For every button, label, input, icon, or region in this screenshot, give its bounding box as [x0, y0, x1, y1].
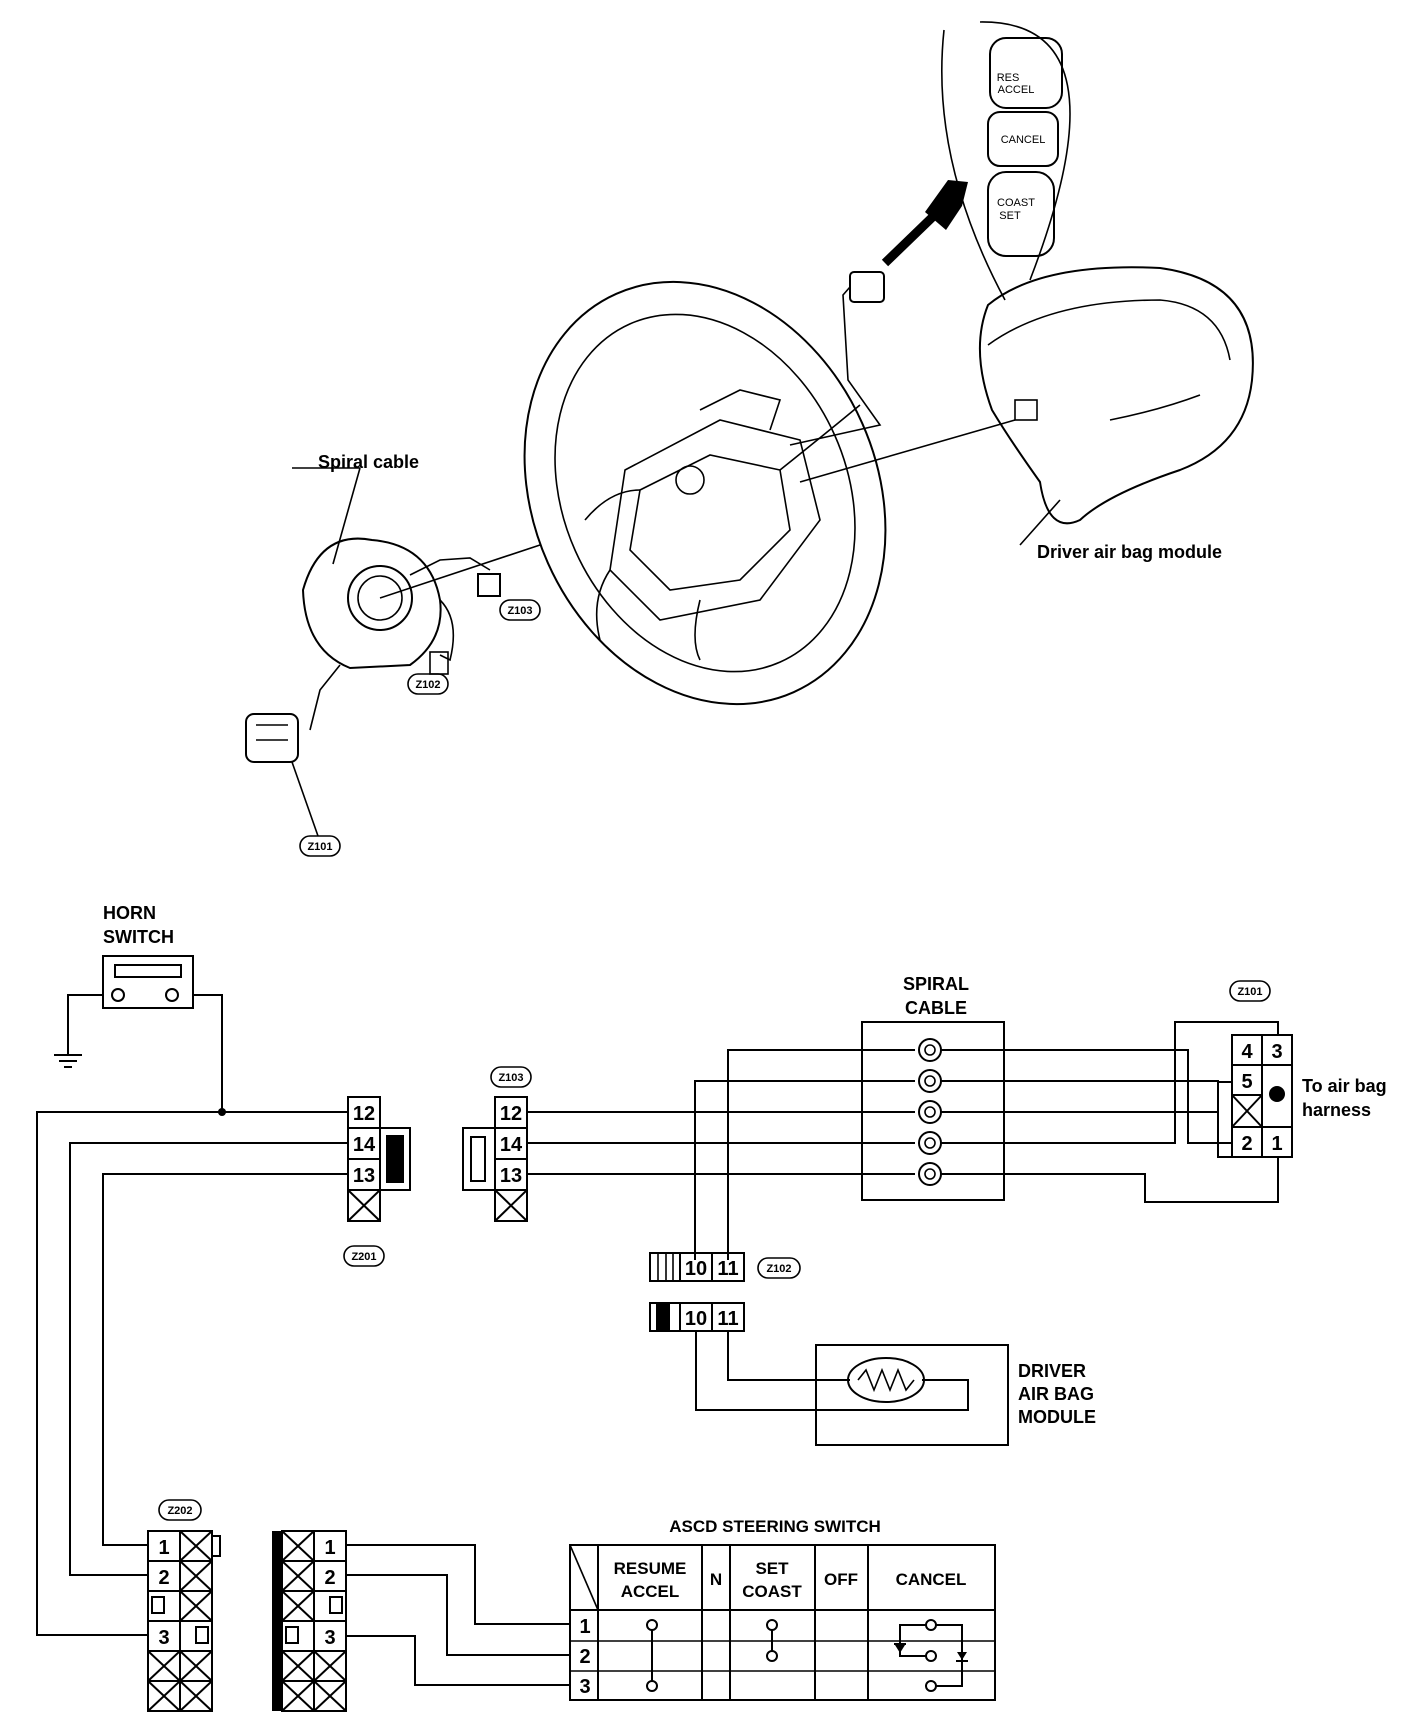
- wire-ascd-1: [346, 1544, 570, 1625]
- svg-text:Driver air bag module: Driver air bag module: [1037, 542, 1222, 562]
- svg-text:1: 1: [324, 1537, 335, 1559]
- svg-text:CANCEL: CANCEL: [896, 1570, 967, 1589]
- wire-z102-10: [694, 1080, 915, 1260]
- z202-right-grid: 1 2 3: [272, 1530, 347, 1712]
- svg-text:5: 5: [1241, 1071, 1252, 1093]
- svg-text:RES: RES: [997, 72, 1020, 84]
- svg-text:HORN: HORN: [103, 903, 156, 923]
- svg-text:Z101: Z101: [1237, 986, 1262, 998]
- cancel-button-illustration: [987, 111, 1059, 167]
- svg-text:11: 11: [717, 1308, 738, 1330]
- svg-text:11: 11: [717, 1258, 738, 1280]
- svg-text:Z101: Z101: [307, 841, 332, 853]
- contact-resume-accel: [646, 1619, 658, 1692]
- svg-text:2: 2: [324, 1567, 335, 1589]
- wire-spiral-z101-e: [941, 1158, 1279, 1203]
- ground-symbol: [54, 1054, 82, 1068]
- wire-spiral-z101-a: [941, 1049, 1232, 1144]
- connector-z103: Z103 12 14 13: [462, 1066, 532, 1222]
- wire-pin14: [69, 1142, 348, 1576]
- spiral-coils: [918, 1038, 942, 1186]
- svg-text:N: N: [710, 1570, 722, 1589]
- wire-spiral-z101-b: [941, 1080, 1232, 1158]
- illustration: RES ACCEL CANCEL COAST SET Driver air ba…: [245, 21, 1254, 857]
- wire-spiral-z101-d: [941, 1021, 1279, 1144]
- svg-text:SWITCH: SWITCH: [103, 927, 174, 947]
- svg-text:SPIRAL: SPIRAL: [903, 974, 969, 994]
- svg-text:14: 14: [353, 1134, 376, 1156]
- svg-text:Z102: Z102: [766, 1263, 791, 1275]
- svg-text:12: 12: [353, 1103, 375, 1125]
- svg-text:Z103: Z103: [498, 1072, 523, 1084]
- wire-ascd-3: [346, 1635, 570, 1686]
- svg-text:COAST: COAST: [742, 1582, 802, 1601]
- svg-text:10: 10: [685, 1258, 707, 1280]
- schematic: HORN SWITCH: [36, 903, 1387, 1712]
- svg-text:13: 13: [353, 1165, 375, 1187]
- svg-text:Z202: Z202: [167, 1505, 192, 1517]
- svg-text:Spiral cable: Spiral cable: [318, 452, 419, 472]
- svg-text:Z103: Z103: [507, 605, 532, 617]
- coast-set-button: [987, 171, 1055, 257]
- svg-text:ACCEL: ACCEL: [621, 1582, 680, 1601]
- connector-z101: Z101 4 3 5 2 1 To air bag harness: [1229, 980, 1387, 1158]
- svg-text:ASCD STEERING SWITCH: ASCD STEERING SWITCH: [669, 1517, 881, 1536]
- ascd-steering-switch: ASCD STEERING SWITCH RESUME ACCEL N SET …: [569, 1517, 996, 1701]
- svg-text:To air bag: To air bag: [1302, 1076, 1387, 1096]
- svg-text:2: 2: [579, 1646, 590, 1668]
- connector-z202: Z202: [147, 1499, 347, 1712]
- svg-text:3: 3: [158, 1627, 169, 1649]
- svg-text:1: 1: [158, 1537, 169, 1559]
- svg-text:CABLE: CABLE: [905, 998, 967, 1018]
- svg-text:AIR BAG: AIR BAG: [1018, 1384, 1094, 1404]
- wire-pin13: [102, 1173, 348, 1546]
- contact-set-coast: [766, 1619, 778, 1662]
- svg-text:COAST: COAST: [997, 197, 1035, 209]
- svg-text:4: 4: [1241, 1041, 1253, 1063]
- svg-text:1: 1: [579, 1616, 590, 1638]
- svg-text:DRIVER: DRIVER: [1018, 1361, 1086, 1381]
- svg-text:2: 2: [1241, 1133, 1252, 1155]
- svg-text:SET: SET: [755, 1559, 789, 1578]
- svg-text:RESUME: RESUME: [614, 1559, 687, 1578]
- svg-text:Z201: Z201: [351, 1251, 376, 1263]
- wire-ascd-2: [346, 1574, 570, 1656]
- wire-pin12: [36, 1111, 348, 1636]
- svg-text:14: 14: [500, 1134, 523, 1156]
- svg-text:2: 2: [158, 1567, 169, 1589]
- spiral-cable-illustration: Spiral cable: [245, 452, 541, 837]
- airbag-module-illustration: Driver air bag module: [799, 266, 1254, 562]
- driver-airbag-module: DRIVER AIR BAG MODULE: [695, 1331, 1096, 1446]
- spiral-cable-box: SPIRAL CABLE: [861, 974, 1005, 1201]
- svg-text:harness: harness: [1302, 1100, 1371, 1120]
- contact-cancel: [894, 1619, 968, 1692]
- svg-text:Z102: Z102: [415, 679, 440, 691]
- svg-text:3: 3: [1271, 1041, 1282, 1063]
- svg-text:3: 3: [579, 1676, 590, 1698]
- svg-text:ACCEL: ACCEL: [998, 84, 1035, 96]
- svg-text:MODULE: MODULE: [1018, 1407, 1096, 1427]
- svg-text:12: 12: [500, 1103, 522, 1125]
- z202-left-grid: 1 2 3: [147, 1530, 221, 1712]
- ascd-switch-detail: RES ACCEL CANCEL COAST SET: [789, 21, 1071, 446]
- res-accel-button: [989, 37, 1063, 109]
- illustration-tags: Z103 Z102 Z101: [299, 599, 541, 857]
- svg-text:10: 10: [685, 1308, 707, 1330]
- svg-text:13: 13: [500, 1165, 522, 1187]
- svg-text:1: 1: [1271, 1133, 1282, 1155]
- svg-text:SET: SET: [999, 210, 1021, 222]
- horn-switch: HORN SWITCH: [54, 903, 226, 1116]
- wire-z102-11: [727, 1049, 915, 1260]
- svg-text:3: 3: [324, 1627, 335, 1649]
- connector-z102-upper: 10 11 Z102: [649, 1252, 801, 1282]
- steering-wheel: [523, 280, 887, 706]
- connector-z102-lower: 10 11: [649, 1302, 745, 1332]
- svg-text:OFF: OFF: [824, 1570, 858, 1589]
- svg-text:CANCEL: CANCEL: [1001, 134, 1046, 146]
- connector-z201: 12 14 13 Z201: [343, 1096, 411, 1267]
